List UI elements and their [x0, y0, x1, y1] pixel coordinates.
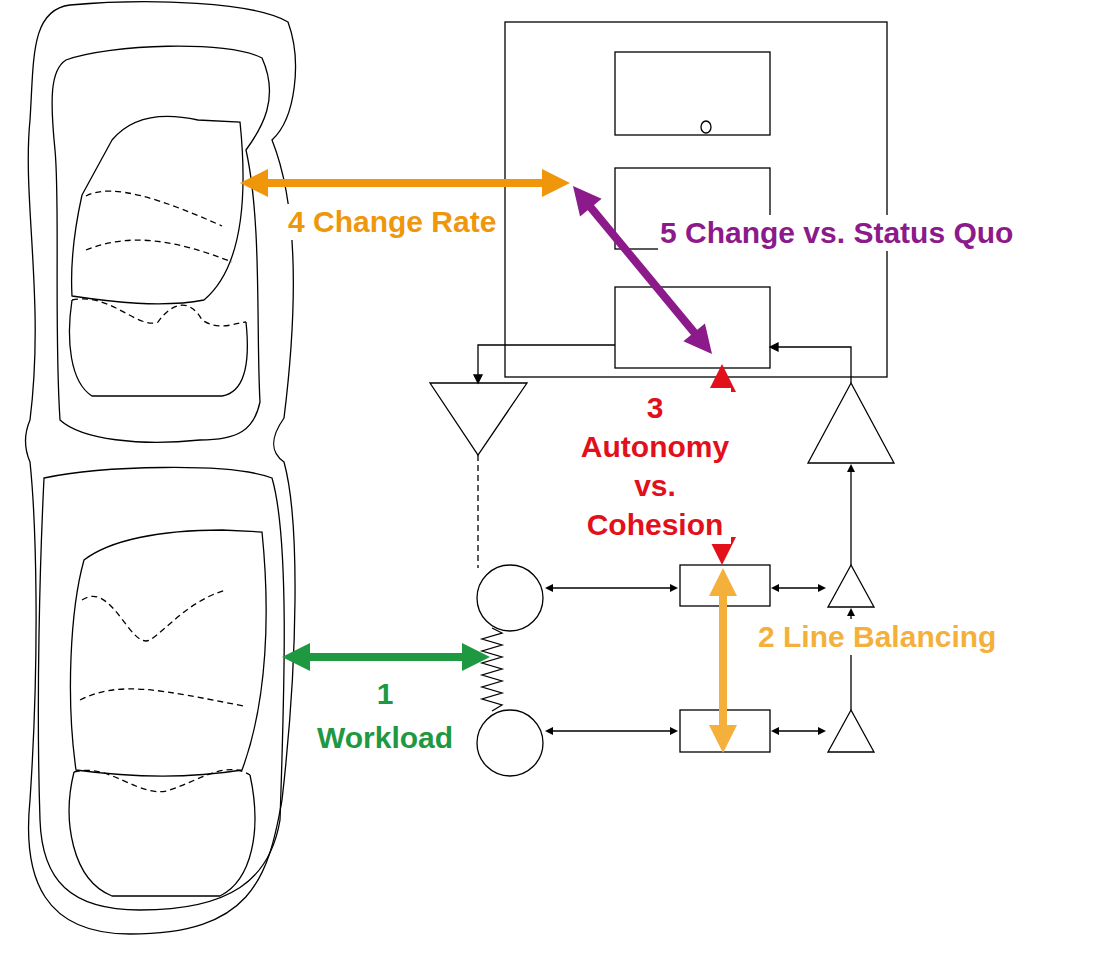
lower-part	[70, 530, 266, 776]
small-triangle-2	[828, 710, 874, 752]
lower-contour	[38, 467, 284, 910]
link-arrow-head	[771, 727, 779, 735]
top-box	[615, 52, 770, 135]
line-balancing-arrow-head	[709, 725, 737, 753]
upper-lower-part	[69, 300, 247, 396]
link-arrow-head	[545, 727, 553, 735]
lower-dashed	[80, 590, 244, 706]
workload-arrow	[306, 653, 466, 661]
link-arrow-head	[670, 584, 678, 592]
lower-roller	[477, 710, 543, 776]
lower-bottom-part	[69, 772, 255, 896]
upper-lower-dashed	[72, 299, 246, 326]
output-wire	[478, 345, 615, 378]
change-rate-arrow-head	[240, 169, 268, 197]
workload-arrow-head	[462, 643, 490, 671]
link-arrow	[778, 587, 819, 588]
link-arrow-head	[545, 584, 553, 592]
line-balancing-arrow	[719, 592, 727, 729]
spring	[482, 628, 502, 711]
link-arrow-head	[818, 727, 826, 735]
change-rate-arrow-head	[542, 169, 570, 197]
change-rate-label: 4 Change Rate	[286, 204, 498, 240]
line-balancing-label: 2 Line Balancing	[756, 619, 998, 655]
small-circle	[701, 121, 711, 133]
wire-head	[474, 375, 482, 383]
link-arrow	[778, 730, 819, 731]
status-quo-label: 5 Change vs. Status Quo	[658, 215, 1015, 251]
outer-outline	[26, 2, 296, 934]
flow-arrow	[850, 471, 851, 565]
link-arrow-head	[771, 584, 779, 592]
workload-label: 1 Workload	[315, 672, 455, 760]
small-triangle-1	[828, 565, 874, 607]
wire-head	[770, 343, 778, 351]
up-triangle	[808, 383, 894, 463]
link-arrow-head	[670, 727, 678, 735]
status-quo-arrow-head	[573, 186, 602, 216]
dashed-link	[477, 455, 478, 568]
upper-part	[72, 116, 243, 304]
system-frame	[505, 22, 887, 377]
link-arrow	[552, 587, 671, 588]
flow-arrow-head	[847, 608, 855, 616]
status-quo-arrow-head	[683, 324, 712, 354]
feedback-wire	[776, 347, 851, 383]
flow-arrow-head	[847, 464, 855, 472]
change-rate-arrow	[264, 179, 546, 187]
link-arrow-head	[818, 584, 826, 592]
upper-dashed	[86, 191, 232, 262]
autonomy-label: 3 Autonomy vs. Cohesion	[579, 388, 731, 544]
upper-contour	[52, 46, 269, 442]
line-balancing-arrow-head	[709, 568, 737, 596]
down-triangle	[430, 383, 527, 455]
lower-bottom-dashed	[74, 770, 250, 792]
workload-arrow-head	[282, 643, 310, 671]
link-arrow	[552, 730, 671, 731]
upper-roller	[477, 565, 543, 631]
